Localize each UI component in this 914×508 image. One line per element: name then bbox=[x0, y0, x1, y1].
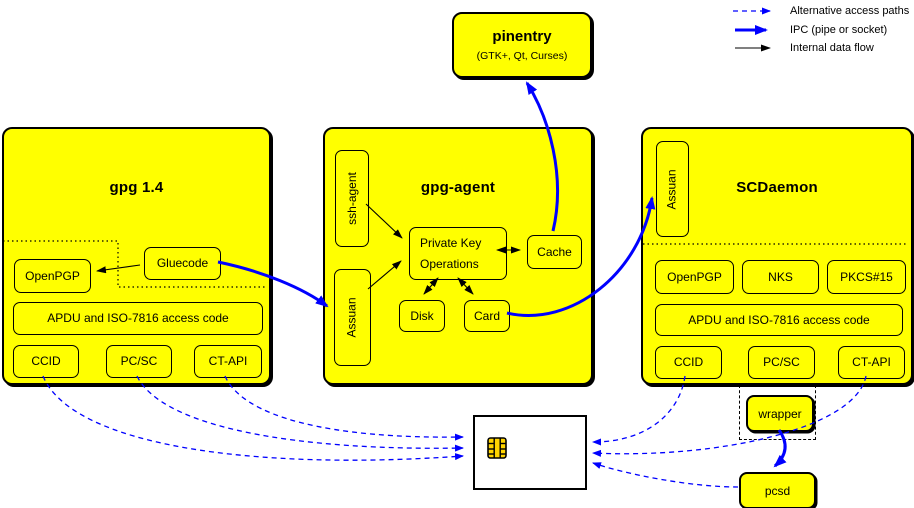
pinentry-title: pinentry bbox=[492, 28, 552, 45]
scdaemon-title: SCDaemon bbox=[736, 179, 818, 196]
scdaemon-apdu-node: APDU and ISO-7816 access code bbox=[655, 304, 903, 336]
scdaemon-assuan-node: Assuan bbox=[656, 141, 689, 237]
pcsd-node: pcsd bbox=[739, 472, 816, 508]
smartcard bbox=[473, 415, 587, 490]
alt-scdaemon-ctapi-to-card bbox=[592, 375, 867, 457]
scdaemon-pcsc-node: PC/SC bbox=[748, 346, 815, 379]
pinentry-subtitle: (GTK+, Qt, Curses) bbox=[476, 50, 568, 62]
scdaemon-pkcs15-node: PKCS#15 bbox=[827, 260, 906, 294]
gpg14-ccid-node: CCID bbox=[13, 345, 79, 378]
gpg14-title: gpg 1.4 bbox=[109, 179, 164, 196]
alt-gpg14-pcsc-to-card bbox=[136, 375, 464, 452]
scdaemon-box: SCDaemon Assuan OpenPGP NKS PKCS#15 APDU… bbox=[641, 127, 913, 385]
gpg-agent-cache-node: Cache bbox=[527, 235, 582, 269]
alt-pcsd-to-card bbox=[592, 462, 739, 488]
gpg-agent-ssh-agent-node: ssh-agent bbox=[335, 150, 369, 247]
alt-gpg14-ctapi-to-card bbox=[224, 375, 464, 441]
gpg14-pcsc-node: PC/SC bbox=[106, 345, 172, 378]
wrapper-node: wrapper bbox=[746, 395, 814, 432]
gpg14-openpgp-node: OpenPGP bbox=[14, 259, 91, 293]
gpg14-ctapi-node: CT-API bbox=[194, 345, 262, 378]
legend-alternative-label: Alternative access paths bbox=[790, 5, 910, 17]
smartcard-chip-icon bbox=[487, 437, 507, 459]
legend-internal-label: Internal data flow bbox=[790, 42, 874, 54]
scdaemon-ccid-node: CCID bbox=[655, 346, 722, 379]
gpg14-box: gpg 1.4 OpenPGP Gluecode APDU and ISO-78… bbox=[2, 127, 271, 385]
gpg-agent-box: gpg-agent ssh-agent Assuan Private Key O… bbox=[323, 127, 593, 385]
gpg-agent-title: gpg-agent bbox=[420, 179, 496, 196]
scdaemon-openpgp-node: OpenPGP bbox=[655, 260, 734, 294]
gpg14-gluecode-node: Gluecode bbox=[144, 247, 221, 280]
alt-gpg14-ccid-to-card bbox=[42, 375, 464, 461]
gpg-agent-disk-node: Disk bbox=[399, 300, 445, 332]
pinentry-box: pinentry (GTK+, Qt, Curses) bbox=[452, 12, 592, 78]
gpg-agent-card-node: Card bbox=[464, 300, 510, 332]
scdaemon-ctapi-node: CT-API bbox=[838, 346, 905, 379]
alt-scdaemon-ccid-to-card bbox=[592, 375, 686, 446]
gpg14-apdu-node: APDU and ISO-7816 access code bbox=[13, 302, 263, 335]
gpg-agent-assuan-node: Assuan bbox=[334, 269, 371, 366]
gpg-agent-private-key-ops-node: Private Key Operations bbox=[409, 227, 507, 280]
legend-ipc-label: IPC (pipe or socket) bbox=[790, 24, 888, 36]
scdaemon-nks-node: NKS bbox=[742, 260, 819, 294]
